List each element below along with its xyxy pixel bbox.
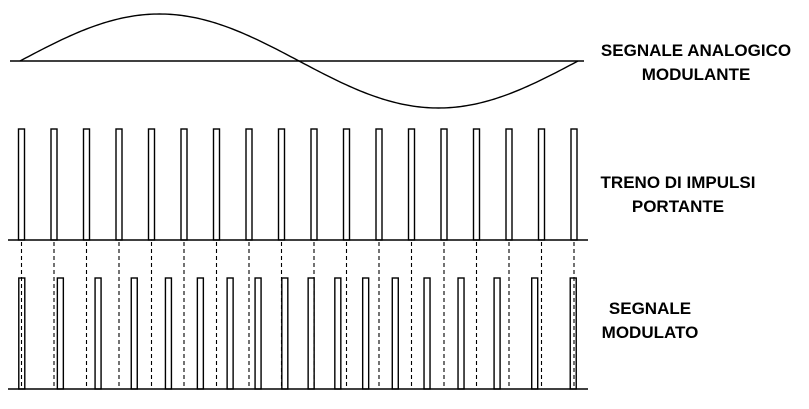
analog-signal-group: SEGNALE ANALOGICO MODULANTE — [10, 13, 791, 109]
carrier-pulses — [17, 128, 578, 241]
carrier-pulse — [277, 128, 286, 241]
modulated-pulses — [18, 277, 577, 390]
modulated-pulse — [281, 277, 289, 390]
analog-sine-wave — [19, 13, 579, 109]
modulated-pulse — [226, 277, 234, 390]
modulated-pulse — [334, 277, 342, 390]
carrier-pulse-train-group: TRENO DI IMPULSI PORTANTE — [8, 128, 756, 241]
modulated-pulse — [307, 277, 315, 390]
carrier-pulse — [212, 128, 221, 241]
modulated-pulse — [423, 277, 431, 390]
carrier-pulse — [407, 128, 416, 241]
carrier-pulse — [472, 128, 481, 241]
carrier-pulse — [505, 128, 513, 241]
carrier-pulse — [342, 128, 351, 241]
modulated-pulse — [130, 277, 138, 390]
modulated-pulse — [94, 277, 102, 390]
pulse-train-label-line1: TRENO DI IMPULSI — [601, 173, 756, 192]
carrier-pulse — [147, 128, 156, 241]
carrier-pulse — [245, 128, 253, 241]
carrier-pulse — [115, 128, 123, 241]
carrier-pulse — [180, 128, 188, 241]
modulated-pulse — [254, 277, 262, 390]
carrier-pulse — [17, 128, 26, 241]
analog-signal-label-line2: MODULANTE — [642, 65, 751, 84]
dashed-reference-lines — [20, 242, 575, 389]
carrier-pulse — [570, 128, 578, 241]
modulated-pulse — [164, 277, 173, 390]
carrier-pulse — [375, 128, 383, 241]
modulated-pulse — [391, 277, 399, 390]
modulated-signal-label-line2: MODULATO — [602, 323, 699, 342]
carrier-pulse — [310, 128, 318, 241]
pulse-train-label-line2: PORTANTE — [632, 197, 724, 216]
modulated-pulse — [457, 277, 465, 390]
carrier-pulse — [50, 128, 58, 241]
carrier-pulse — [537, 128, 546, 241]
modulated-pulse — [196, 277, 205, 390]
modulated-pulse — [569, 277, 577, 390]
modulated-signal-label-line1: SEGNALE — [609, 299, 691, 318]
carrier-pulse — [82, 128, 91, 241]
analog-signal-label-line1: SEGNALE ANALOGICO — [601, 41, 791, 60]
modulated-pulse — [361, 277, 370, 390]
modulated-pulse — [531, 277, 539, 390]
carrier-pulse — [440, 128, 448, 241]
modulated-signal-group: SEGNALE MODULATO — [8, 277, 699, 390]
modulated-pulse — [56, 277, 65, 390]
modulated-pulse — [493, 277, 501, 390]
